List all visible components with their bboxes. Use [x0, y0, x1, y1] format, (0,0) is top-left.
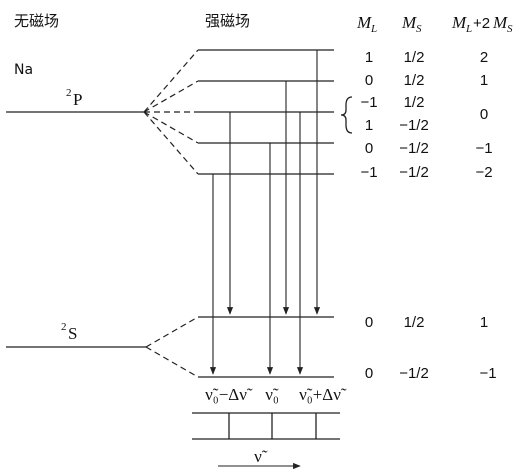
line-label-center: ν̃₀ [265, 385, 279, 404]
svg-text:M: M [451, 13, 467, 32]
ml-value: −1 [360, 94, 377, 111]
sum-value: 2 [480, 49, 488, 66]
ms-value: 1/2 [404, 72, 425, 89]
sum-value: −1 [475, 140, 492, 157]
ml-value: 0 [365, 314, 373, 331]
degenerate-brace [340, 96, 353, 134]
sum-header: M L +2 M S [451, 13, 513, 35]
svg-text:+2: +2 [473, 15, 490, 32]
sum-value: −2 [475, 164, 492, 181]
ml-value: 1 [365, 49, 373, 66]
lower-fan [145, 316, 199, 378]
ms-value: −1/2 [399, 365, 429, 382]
upper-values: 1 1/2 2 0 1/2 1 −1 1/2 1 −1/2 0 0 −1/2 −… [360, 49, 492, 181]
svg-text:S: S [68, 324, 77, 343]
element-label: Na [14, 62, 33, 78]
lower-split-levels [198, 316, 334, 378]
sum-value: −1 [479, 365, 496, 382]
strong-field-header: 强磁场 [205, 12, 250, 30]
spectrum-pattern [192, 412, 340, 440]
sum-value: 1 [480, 314, 488, 331]
line-label-left: ν̃₀−Δν̃ [205, 385, 253, 404]
sum-value: 1 [480, 72, 488, 89]
ms-value: −1/2 [399, 164, 429, 181]
ms-header: M S [401, 13, 422, 35]
svg-text:2: 2 [61, 321, 67, 333]
ms-value: −1/2 [399, 117, 429, 134]
svg-text:2: 2 [66, 87, 72, 99]
upper-split-levels [198, 49, 334, 175]
ml-header: M L [356, 13, 377, 35]
svg-text:M: M [401, 13, 417, 32]
ml-value: −1 [360, 164, 377, 181]
svg-text:L: L [370, 23, 377, 35]
ms-value: 1/2 [404, 94, 425, 111]
ms-value: −1/2 [399, 140, 429, 157]
svg-text:L: L [465, 23, 472, 35]
ml-value: 0 [365, 365, 373, 382]
ml-value: 1 [365, 117, 373, 134]
svg-text:P: P [73, 90, 82, 109]
line-label-right: ν̃₀+Δν̃ [299, 385, 347, 404]
lower-term-label: 2 S [61, 321, 77, 343]
svg-text:S: S [416, 23, 422, 35]
wavenumber-axis-label: ν̃ [254, 447, 268, 466]
degenerate-sum-value: 0 [480, 106, 488, 123]
lower-values: 0 1/2 1 0 −1/2 −1 [365, 314, 497, 382]
ml-value: 0 [365, 140, 373, 157]
upper-fan [143, 49, 199, 175]
svg-text:S: S [507, 23, 513, 35]
ms-value: 1/2 [404, 49, 425, 66]
ms-value: 1/2 [404, 314, 425, 331]
upper-term-label: 2 P [66, 87, 82, 109]
ml-value: 0 [365, 72, 373, 89]
svg-text:M: M [356, 13, 372, 32]
no-field-header: 无磁场 [14, 12, 59, 30]
transition-arrows [209, 50, 321, 375]
svg-text:M: M [492, 13, 508, 32]
